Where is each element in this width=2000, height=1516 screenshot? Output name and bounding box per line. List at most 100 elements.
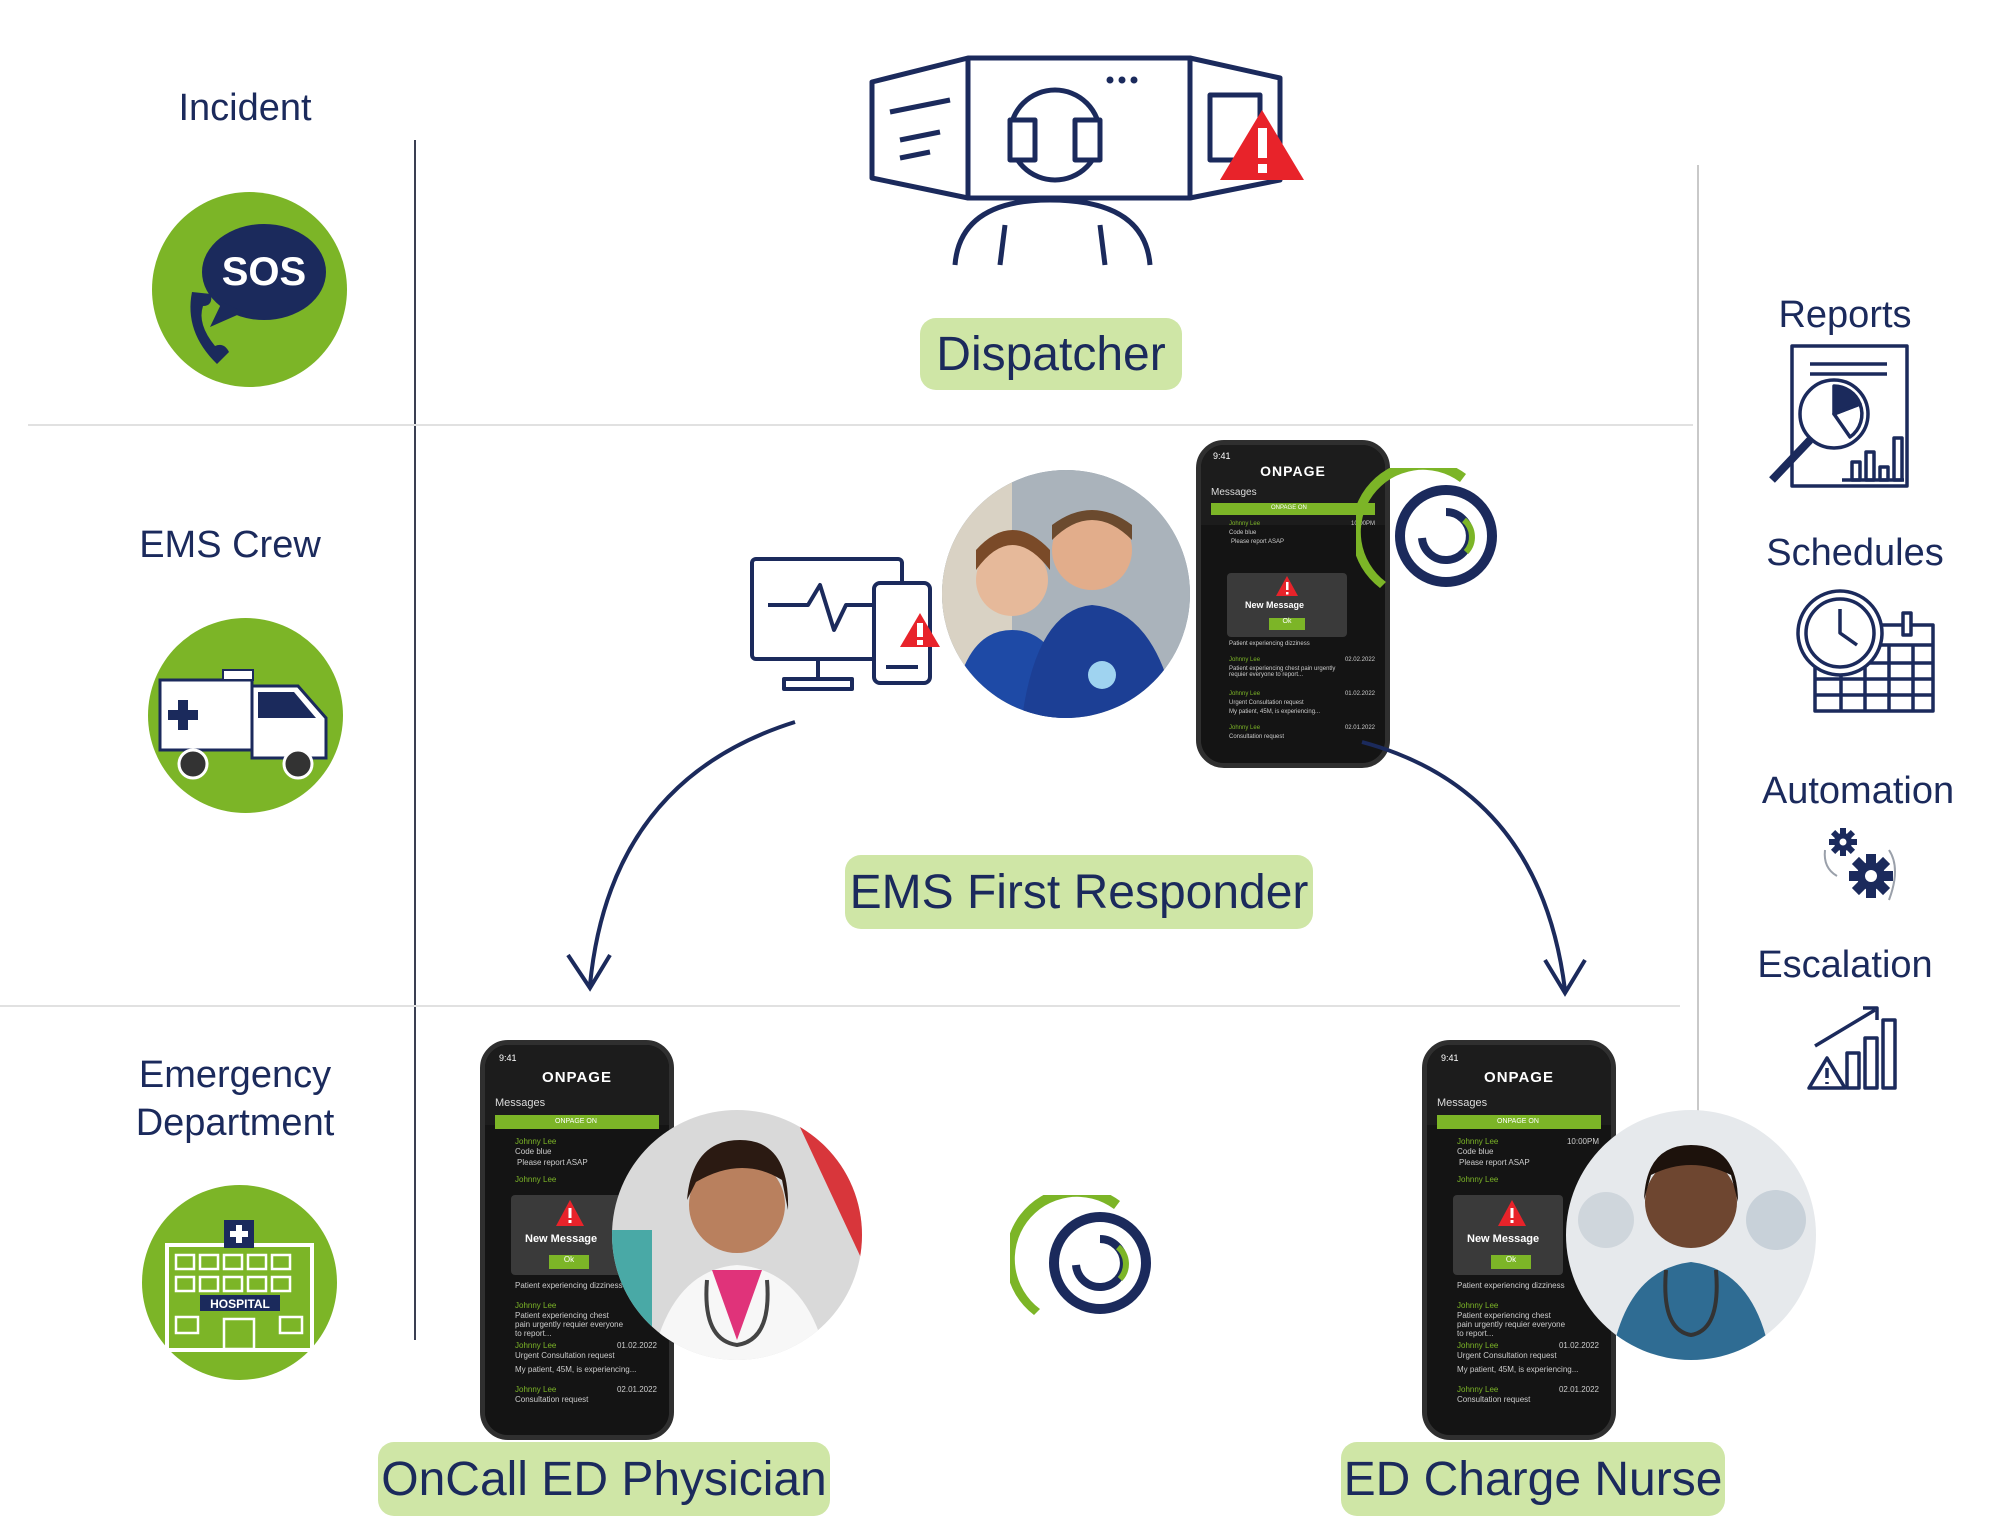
ems-first-responder-label: EMS First Responder	[845, 855, 1313, 929]
message-text: Consultation request	[1229, 734, 1285, 740]
schedules-icon	[1795, 585, 1940, 715]
status-bar	[495, 1115, 659, 1129]
row-label-emergency-department: Emergency Department	[135, 1054, 335, 1144]
status-bar	[1211, 503, 1375, 515]
alert-ok-button[interactable]: Ok	[549, 1255, 589, 1269]
message-subtext: My patient, 45M, is experiencing...	[515, 1365, 637, 1374]
message-subtext: My patient, 45M, is experiencing...	[1229, 709, 1321, 715]
phone-time: 9:41	[499, 1053, 517, 1063]
row-label-ems-crew: EMS Crew	[139, 524, 321, 566]
message-sender: Johnny Lee	[1229, 657, 1261, 663]
ambulance-icon	[148, 618, 343, 813]
row-divider-bottom	[0, 1005, 1680, 1007]
message-time: 10:00PM	[1350, 521, 1375, 527]
sos-text: SOS	[222, 250, 306, 294]
status-text: ONPAGE ON	[1271, 505, 1307, 511]
message-time: 10:00PM	[1566, 1137, 1599, 1146]
phone-time: 9:41	[1213, 451, 1231, 461]
arrow-to-nurse	[1361, 740, 1567, 991]
oncall-ed-physician-label: OnCall ED Physician	[378, 1442, 830, 1516]
message-text: Urgent Consultation request	[1229, 700, 1304, 706]
physician-photo	[612, 1110, 862, 1360]
feature-label-escalation: Escalation	[1757, 944, 1933, 986]
onpage-logo: ONPAGE	[542, 1069, 612, 1086]
message-time: 01.02.2022	[616, 1341, 657, 1350]
status-text: ONPAGE ON	[1497, 1118, 1539, 1125]
physician-phone: 9:41 ONPAGE Messages ONPAGE ON Johnny Le…	[480, 1040, 674, 1440]
message-text: Patient experiencing chest pain urgently…	[1229, 666, 1336, 678]
automation-icon	[1815, 820, 1905, 910]
onpage-logo: ONPAGE	[1484, 1069, 1554, 1086]
message-sender: Johnny Lee	[1229, 725, 1261, 731]
left-divider	[414, 140, 416, 1340]
message-sender: Johnny Lee	[1229, 521, 1261, 527]
message-text: Consultation request	[515, 1395, 589, 1404]
message-time: 02.01.2022	[1344, 725, 1375, 731]
message-time: 02.02.2022	[1344, 657, 1375, 663]
message-text: Code blue	[1457, 1147, 1494, 1156]
message-subtext: My patient, 45M, is experiencing...	[1457, 1365, 1579, 1374]
message-text: Consultation request	[1457, 1395, 1531, 1404]
ems-responder-phone: 9:41 ONPAGE Messages ONPAGE ON Johnny Le…	[1196, 440, 1390, 768]
onpage-logo-mark-center	[1005, 1186, 1160, 1325]
hospital-text: HOSPITAL	[210, 1297, 270, 1311]
message-sender: Johnny Lee	[515, 1341, 557, 1350]
message-subtext: Please report ASAP	[517, 1158, 588, 1167]
monitor-alert-icon	[748, 555, 948, 695]
dispatcher-icon	[860, 50, 1310, 275]
message-subtext: Please report ASAP	[1231, 539, 1285, 545]
messages-header: Messages	[1437, 1097, 1488, 1109]
message-sender: Johnny Lee	[1457, 1341, 1499, 1350]
message-sender: Johnny Lee	[1457, 1137, 1499, 1146]
message-subtext: Please report ASAP	[1459, 1158, 1530, 1167]
escalation-icon	[1805, 998, 1905, 1098]
feature-label-automation: Automation	[1761, 770, 1955, 812]
reports-icon	[1762, 342, 1914, 492]
alert-ok-button[interactable]: Ok	[1491, 1255, 1531, 1269]
onpage-logo-mark	[1351, 459, 1506, 598]
message-text: Urgent Consultation request	[1457, 1351, 1557, 1360]
nurse-photo	[1566, 1110, 1816, 1360]
message-time: 02.01.2022	[616, 1385, 657, 1394]
dispatcher-label: Dispatcher	[920, 318, 1182, 390]
alert-icon	[555, 1199, 585, 1227]
message-text: Urgent Consultation request	[515, 1351, 615, 1360]
sos-phone-icon: SOS	[152, 192, 347, 387]
message-sender: Johnny Lee	[515, 1175, 557, 1184]
message-text: Code blue	[1229, 530, 1257, 536]
status-bar	[1437, 1115, 1601, 1129]
alert-icon	[1497, 1199, 1527, 1227]
message-sender: Johnny Lee	[515, 1385, 557, 1394]
row-label-incident: Incident	[178, 87, 312, 129]
ed-charge-nurse-label: ED Charge Nurse	[1341, 1442, 1725, 1516]
message-sender: Johnny Lee	[515, 1137, 557, 1146]
arrow-to-physician	[588, 720, 796, 986]
message-text: Patient experiencing chest pain urgently…	[515, 1311, 624, 1338]
phone-time: 9:41	[1441, 1053, 1459, 1063]
alert-ok-button[interactable]: Ok	[1269, 618, 1305, 630]
message-time: 01.02.2022	[1344, 691, 1375, 697]
right-divider	[1697, 165, 1699, 1345]
arrowhead-physician	[566, 953, 612, 992]
message-text: Patient experiencing dizziness	[1457, 1281, 1565, 1290]
message-sender: Johnny Lee	[515, 1301, 557, 1310]
message-time: 01.02.2022	[1558, 1341, 1599, 1350]
message-text: Code blue	[515, 1147, 552, 1156]
messages-header: Messages	[495, 1097, 546, 1109]
messages-header: Messages	[1211, 487, 1257, 498]
alert-icon	[1275, 575, 1299, 597]
onpage-logo: ONPAGE	[1260, 463, 1326, 479]
alert-title: New Message	[525, 1233, 598, 1245]
status-text: ONPAGE ON	[555, 1118, 597, 1125]
hospital-icon: HOSPITAL	[142, 1185, 337, 1380]
message-sender: Johnny Lee	[1229, 691, 1261, 697]
message-sender: Johnny Lee	[1457, 1385, 1499, 1394]
arrowhead-nurse	[1543, 958, 1587, 997]
feature-label-reports: Reports	[1778, 294, 1912, 336]
feature-label-schedules: Schedules	[1766, 532, 1944, 574]
row-divider-top	[28, 424, 1693, 426]
message-text: Patient experiencing chest pain urgently…	[1457, 1311, 1566, 1338]
alert-title: New Message	[1467, 1233, 1540, 1245]
message-time: 02.01.2022	[1558, 1385, 1599, 1394]
